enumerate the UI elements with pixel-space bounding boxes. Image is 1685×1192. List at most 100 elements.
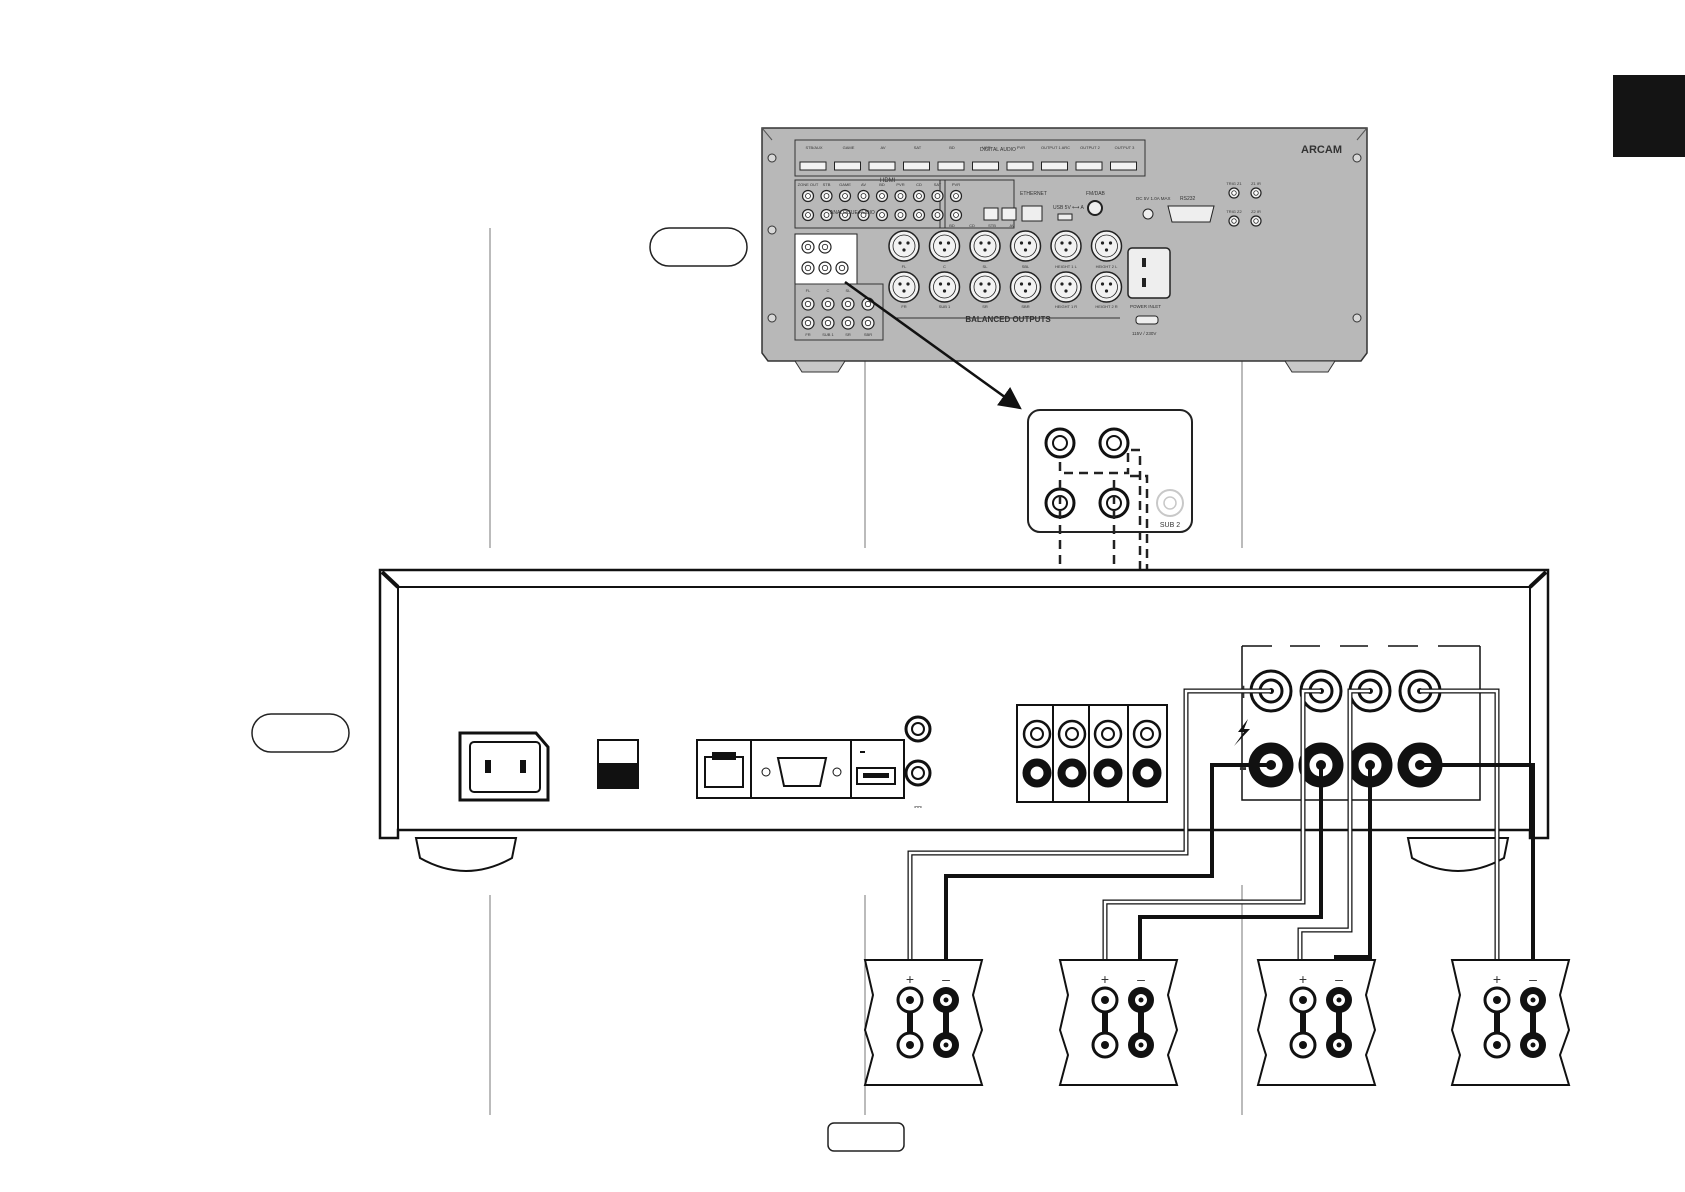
xlr-bottom-5-ring [1095, 275, 1118, 299]
xlr-bottom-0-pin-0 [898, 282, 902, 286]
xlr-top-2-pin-1 [987, 241, 991, 245]
speaker-plus-terminal-center-1-1 [1101, 1041, 1109, 1049]
xlr-bottom-3 [1009, 271, 1042, 303]
hdmi-label-7: OUTPUT 1 ARC [1041, 145, 1070, 150]
xlr-bottom-4-pin-2 [1064, 289, 1068, 293]
xlr-bottom-5-pin-0 [1100, 282, 1105, 286]
xlr-bottom-1-pin-1 [946, 282, 951, 286]
xlr-top-4-pin-0 [1060, 241, 1064, 245]
speaker-plus-terminal-center-0-0 [906, 996, 914, 1004]
preout-jack-top-2-center [844, 300, 852, 308]
hdmi-label-5: VCR [982, 145, 991, 150]
speaker-plus-terminal-center-0-1 [906, 1041, 914, 1049]
ethernet-label: ETHERNET [1020, 191, 1047, 197]
rca-input-top-center-1 [1065, 727, 1079, 741]
speaker-minus-terminal-center-3-1 [1530, 1042, 1536, 1048]
analogue-jack-bottom-7-center [934, 212, 941, 218]
rca-input-bottom-center-2 [1101, 766, 1115, 780]
speaker-minus-terminal-center-3-0 [1530, 997, 1536, 1003]
trig-jack-1-center [1253, 190, 1259, 196]
xlr-top-label-5: HEIGHT 2 L [1096, 264, 1118, 269]
speaker-plus-label-1: + [1101, 971, 1109, 987]
rca-input-top-center-3 [1140, 727, 1154, 741]
callout-avr [649, 227, 748, 267]
analogue-jack-top-1-center [823, 193, 830, 199]
analogue-jack-top-3-center [860, 193, 867, 199]
xlr-top-4 [1050, 230, 1082, 262]
xlr-top-1-pin-2 [942, 248, 947, 252]
preout-jack-bottom-3-center [864, 319, 872, 327]
page-tab-marker [1613, 75, 1685, 157]
analogue-jack-top-5-center [897, 193, 904, 199]
rca-input-bottom-center-3 [1140, 766, 1154, 780]
dc-jack [1142, 208, 1154, 220]
analogue-top-label-6: CD [916, 182, 922, 187]
speaker-plus-terminal-center-2-1 [1299, 1041, 1307, 1049]
xlr-bottom-2-pin-0 [979, 282, 983, 286]
preout-jack-bottom-0-center [804, 319, 812, 327]
preout-bottom-label-2: SR [845, 332, 851, 337]
zoom-jack-center-0 [1052, 435, 1068, 451]
speaker-minus-terminal-center-0-1 [943, 1042, 949, 1048]
preout-label-1: C [827, 288, 830, 293]
trig-jack-2-center [1231, 218, 1237, 224]
xlr-bottom-4-ring [1054, 275, 1078, 299]
xlr-top-5-pin-1 [1108, 241, 1113, 245]
analogue-jack-bottom-4-center [879, 212, 885, 218]
xlr-bottom-2-ring [973, 275, 997, 299]
xlr-top-label-2: SL [983, 264, 989, 269]
sub2-label: SUB 2 [1160, 522, 1180, 529]
usb-label: USB 5V ⟷ A [1053, 205, 1084, 211]
speaker-plus-terminal-center-3-0 [1493, 996, 1501, 1004]
optical-port-2 [1001, 207, 1017, 221]
xlr-bottom-4 [1050, 271, 1082, 303]
analogue-jack-top-0-center [805, 193, 811, 199]
preout-highlight-jack-2-center [804, 264, 812, 272]
analogue-audio-label: ANALOGUE AUDIO [830, 210, 875, 216]
xlr-top-label-0: FL [902, 264, 907, 269]
dc-symbol: ⎓ [914, 802, 922, 813]
xlr-top-4-pin-1 [1068, 241, 1072, 245]
speaker-panel-2 [1256, 959, 1377, 1086]
xlr-top-5-ring [1095, 234, 1118, 258]
speaker-minus-label-0: – [942, 971, 950, 987]
trig-label-1: Z1 IR [1251, 181, 1261, 186]
trig-jack-3-center [1253, 218, 1259, 224]
hdmi-label-9: OUTPUT 3 [1115, 145, 1135, 150]
xlr-bottom-0 [888, 271, 920, 303]
analogue-jack-top-4-center [879, 193, 885, 199]
rca-input-bottom-center-0 [1030, 766, 1044, 780]
xlr-top-1 [928, 230, 961, 262]
analogue-top-label-4: BD [879, 182, 885, 187]
xlr-top-1-pin-0 [938, 241, 943, 245]
xlr-bottom-1-ring [933, 275, 956, 299]
xlr-bottom-1-pin-2 [942, 289, 947, 293]
speaker-minus-terminal-center-0-0 [943, 997, 949, 1003]
rs232-port [1167, 205, 1215, 223]
xlr-top-0-pin-0 [898, 241, 902, 245]
xlr-bottom-0-pin-1 [906, 282, 910, 286]
preout-highlight-jack-0-center [804, 243, 812, 251]
balanced-outputs-label: BALANCED OUTPUTS [965, 315, 1051, 324]
xlr-bottom-1-pin-0 [938, 282, 943, 286]
xlr-top-0-pin-1 [906, 241, 910, 245]
analogue-jack-top-2-center [842, 193, 848, 199]
hdmi-group-label: HDMI [880, 178, 896, 184]
analogue-top-label-1: STB [823, 182, 831, 187]
ethernet-port [1021, 205, 1043, 222]
preout-highlight-jack-3-center [821, 264, 829, 272]
hdmi-port-2 [868, 161, 896, 171]
xlr-bottom-5-pin-1 [1108, 282, 1113, 286]
avr-power-inlet [1127, 247, 1171, 299]
analogue-top-label-8: PVR [952, 182, 960, 187]
speaker-minus-terminal-center-1-0 [1138, 997, 1144, 1003]
xlr-top-3-ring [1014, 234, 1037, 258]
fm-dab-jack [1087, 200, 1103, 216]
speaker-plus-label-0: + [906, 971, 914, 987]
analogue-jack-bottom-8-center [953, 212, 959, 218]
analogue-jack-bottom-5-center [897, 212, 904, 218]
speaker-minus-terminal-center-1-1 [1138, 1042, 1144, 1048]
hdmi-port-1 [834, 161, 861, 171]
analogue-jack-bottom-1-center [823, 212, 830, 218]
xlr-top-4-pin-2 [1064, 248, 1068, 252]
